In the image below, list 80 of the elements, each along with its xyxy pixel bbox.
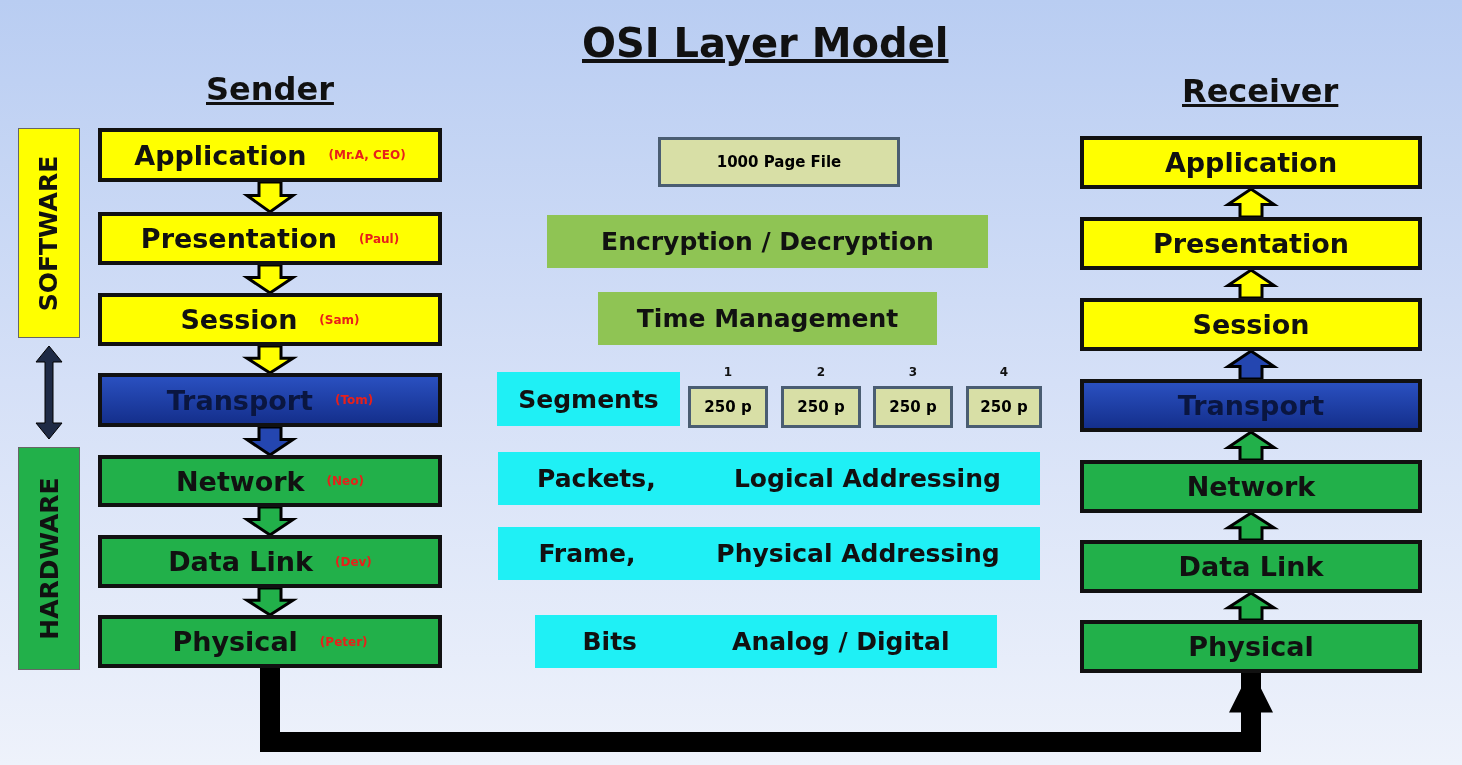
layer-name: Transport — [1177, 390, 1325, 421]
layer-name: Physical — [172, 626, 298, 657]
box-label: 1000 Page File — [716, 153, 842, 171]
osi-layer-box — [1080, 460, 1422, 513]
flow-arrow — [242, 180, 298, 214]
person-name: (Paul) — [358, 231, 400, 246]
osi-layer-box — [1080, 379, 1422, 432]
box-detail: Logical Addressing — [733, 464, 1001, 493]
osi-layer-box — [98, 535, 442, 588]
flow-arrow — [241, 586, 299, 617]
flow-arrow — [1223, 268, 1279, 300]
box-label: 250 p — [797, 398, 845, 416]
flow-arrow — [1223, 430, 1279, 462]
column-heading: Sender — [206, 70, 334, 108]
layer-name: Data Link — [168, 546, 313, 577]
flow-arrow — [242, 505, 298, 537]
band-label: HARDWARE — [34, 477, 64, 640]
box-label: Segments — [518, 384, 659, 414]
layer-name: Physical — [1188, 631, 1314, 662]
osi-layer-box — [1080, 620, 1422, 673]
column-heading: Receiver — [1182, 72, 1339, 110]
osi-layer-box — [1080, 540, 1422, 593]
layer-name: Presentation — [140, 223, 337, 254]
layer-name: Transport — [166, 384, 314, 416]
box-label: Frame, — [538, 539, 636, 568]
info-box — [598, 292, 937, 345]
box-label: Bits — [582, 627, 637, 656]
layer-group-band — [18, 128, 80, 338]
person-name: (Sam) — [319, 312, 360, 327]
info-box — [497, 372, 680, 426]
person-name: (Neo) — [326, 474, 364, 488]
person-name: (Dev) — [334, 554, 372, 569]
box-label: 250 p — [704, 398, 752, 416]
flow-arrow — [1223, 187, 1279, 219]
data-box — [658, 137, 900, 187]
box-label: Encryption / Decryption — [601, 227, 934, 256]
osi-layer-box — [98, 293, 442, 346]
diagram-title: OSI Layer Model — [582, 20, 949, 66]
box-label: 250 p — [889, 398, 937, 416]
segment-number: 2 — [815, 365, 827, 379]
flow-arrow — [242, 263, 298, 295]
osi-layer-box — [1080, 298, 1422, 351]
flow-arrow — [1223, 349, 1279, 381]
segment-number: 4 — [998, 365, 1010, 379]
layer-name: Session — [1192, 309, 1310, 340]
flow-arrow — [1222, 511, 1280, 542]
layer-name: Presentation — [1152, 228, 1350, 259]
flow-arrow — [241, 344, 299, 375]
flow-arrow — [1222, 591, 1280, 622]
osi-layer-box — [98, 373, 442, 427]
layer-group-band — [18, 447, 80, 670]
box-label: Packets, — [537, 464, 656, 493]
osi-layer-box — [1080, 136, 1422, 189]
double-arrow — [35, 345, 63, 440]
layer-name: Application — [1164, 147, 1338, 178]
osi-layer-box — [98, 455, 442, 507]
box-detail: Analog / Digital — [732, 627, 950, 656]
info-box — [498, 452, 1040, 505]
layer-name: Network — [176, 465, 305, 497]
layer-name: Session — [180, 304, 298, 335]
layer-name: Application — [134, 139, 307, 171]
info-box — [535, 615, 997, 668]
osi-layer-box — [98, 615, 442, 668]
segment-number: 1 — [722, 365, 734, 379]
person-name: (Mr.A, CEO) — [328, 148, 406, 162]
layer-name: Network — [1186, 471, 1316, 502]
person-name: (Tom) — [335, 393, 374, 407]
osi-layer-box — [1080, 217, 1422, 270]
layer-name: Data Link — [1178, 551, 1324, 582]
info-box — [498, 527, 1040, 580]
info-box — [547, 215, 988, 268]
box-detail: Physical Addressing — [716, 539, 1000, 568]
osi-layer-box — [98, 212, 442, 265]
osi-layer-box — [98, 128, 442, 182]
person-name: (Peter) — [319, 634, 368, 649]
segment-number: 3 — [907, 365, 919, 379]
box-label: 250 p — [980, 398, 1028, 416]
flow-arrow — [242, 425, 298, 457]
box-label: Time Management — [636, 304, 899, 333]
band-label: SOFTWARE — [34, 155, 64, 311]
